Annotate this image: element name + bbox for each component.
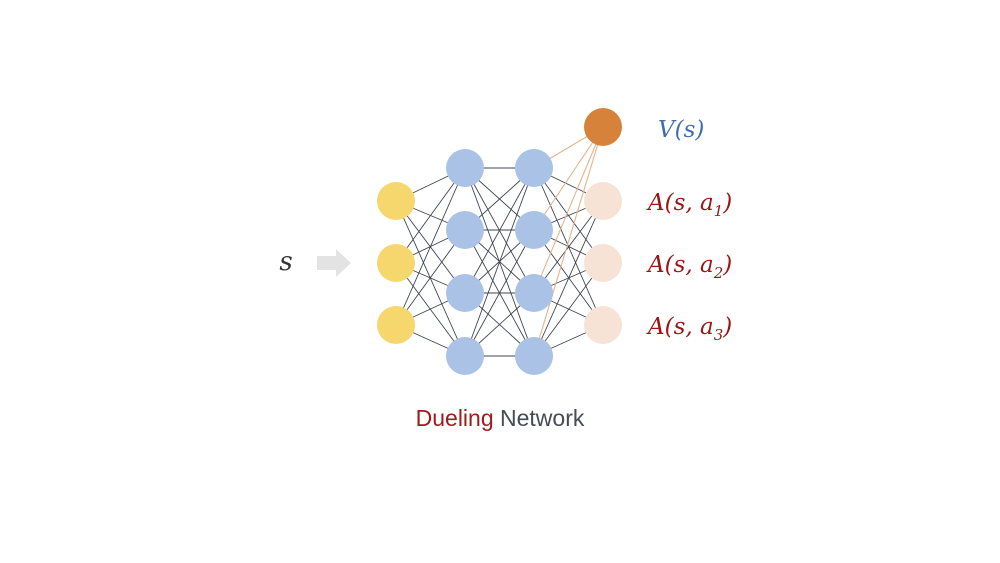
advantage-label-1: A(s, a1) <box>646 190 732 220</box>
diagram-title: Dueling Network <box>416 405 585 431</box>
edge-hidden2-value <box>533 126 604 231</box>
input-node <box>377 306 415 344</box>
advantage-label-3-close: ) <box>722 314 732 340</box>
hidden-1-node <box>446 274 484 312</box>
advantage-label-1-sub: 1 <box>714 202 724 220</box>
edge-hidden2-advantage <box>533 262 604 357</box>
input-state-label: s <box>279 247 292 277</box>
edge-input-hidden1 <box>395 229 466 326</box>
advantage-label-3-main: A(s, a <box>646 314 714 340</box>
advantage-label-3: A(s, a3) <box>646 314 732 344</box>
title-network: Network <box>500 405 585 431</box>
edge-hidden1-hidden2 <box>464 229 535 357</box>
edge-hidden1-hidden2 <box>464 167 535 357</box>
advantage-node <box>584 244 622 282</box>
connection-edges <box>395 126 604 357</box>
hidden-2-node <box>515 149 553 187</box>
edge-input-hidden1 <box>395 167 466 326</box>
edge-input-hidden1 <box>395 167 466 264</box>
input-node <box>377 182 415 220</box>
hidden-1-node <box>446 149 484 187</box>
edge-input-hidden1 <box>395 262 466 357</box>
input-arrow-icon <box>317 249 351 277</box>
value-function-label: V(s) <box>658 117 704 143</box>
edge-hidden1-hidden2 <box>464 167 535 294</box>
edge-hidden2-value <box>533 126 604 357</box>
title-dueling: Dueling <box>416 405 494 431</box>
hidden-1-node <box>446 211 484 249</box>
advantage-label-3-sub: 3 <box>714 326 724 344</box>
network-nodes <box>377 108 622 375</box>
hidden-1-node <box>446 337 484 375</box>
advantage-node <box>584 182 622 220</box>
hidden-2-node <box>515 211 553 249</box>
advantage-label-1-close: ) <box>722 190 732 216</box>
advantage-node <box>584 306 622 344</box>
hidden-2-node <box>515 274 553 312</box>
advantage-label-2-main: A(s, a <box>646 252 714 278</box>
edge-hidden2-value <box>533 126 604 294</box>
edge-hidden2-advantage <box>533 200 604 357</box>
value-node <box>584 108 622 146</box>
input-node <box>377 244 415 282</box>
edge-hidden2-advantage <box>533 200 604 294</box>
hidden-2-node <box>515 337 553 375</box>
advantage-label-2-close: ) <box>722 252 732 278</box>
advantage-label-2: A(s, a2) <box>646 252 732 282</box>
advantage-label-1-main: A(s, a <box>646 190 714 216</box>
advantage-label-2-sub: 2 <box>713 264 724 282</box>
edge-input-hidden1 <box>395 200 466 357</box>
